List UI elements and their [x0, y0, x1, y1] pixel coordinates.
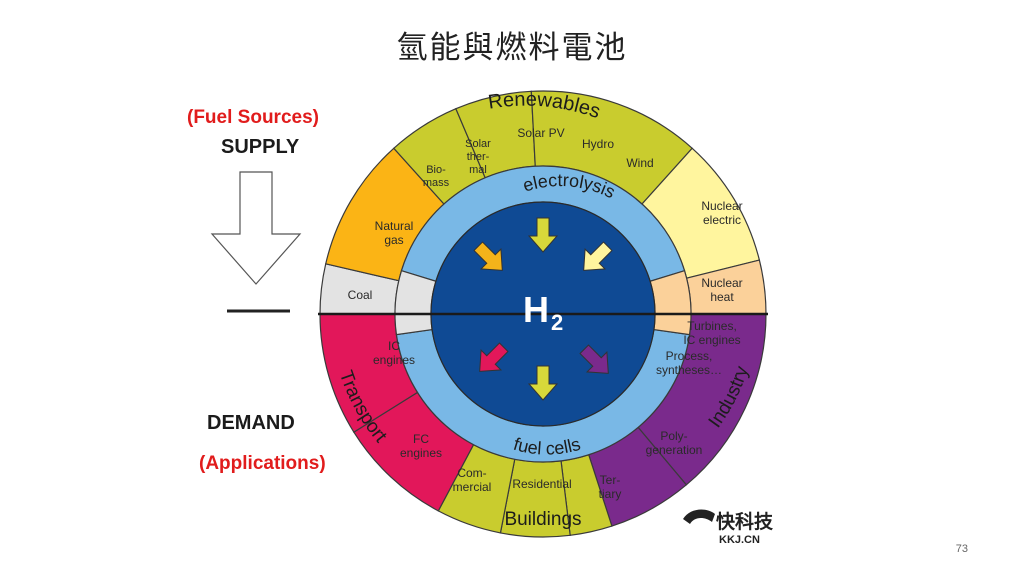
polygeneration-label: Poly-generation: [646, 429, 703, 457]
kkj-logo-icon: 快科技 KKJ.CN: [683, 509, 774, 546]
page-number: 73: [955, 543, 968, 555]
arrow-down-top-icon: [527, 217, 559, 253]
h2-symbol: H: [523, 289, 549, 330]
demand-label: DEMAND: [207, 412, 295, 434]
h2-subscript: 2: [551, 310, 563, 335]
watermark-cn: 快科技: [716, 510, 774, 533]
turbines-label: Turbines,IC engines: [683, 319, 740, 347]
commercial-label: Com-mercial: [453, 466, 492, 494]
arrow-to-buildings-icon: [527, 365, 559, 401]
wind-label: Wind: [626, 156, 653, 170]
process-label: Process,syntheses…: [656, 349, 722, 377]
ring-gap-right: [649, 269, 692, 336]
biomass-label: Bio-mass: [423, 164, 450, 189]
ring-gap-left: [394, 269, 437, 336]
arrow-from-gas-icon: [473, 241, 503, 271]
supply-arrow-icon: [210, 171, 302, 313]
buildings-label: Buildings: [504, 509, 581, 530]
watermark-en: KKJ.CN: [719, 534, 760, 546]
arrow-from-nuclear-icon: [583, 241, 613, 271]
solar-pv-label: Solar PV: [517, 126, 564, 140]
tertiary-label: Ter-tiary: [599, 473, 622, 501]
fuel-sources-label: (Fuel Sources): [187, 107, 319, 128]
arrow-to-transport-icon: [479, 342, 509, 372]
arrow-to-industry-icon: [579, 344, 609, 374]
hydro-label: Hydro: [582, 137, 614, 151]
supply-label: SUPPLY: [221, 136, 300, 158]
coal-label: Coal: [348, 288, 373, 302]
residential-label: Residential: [512, 477, 571, 491]
slide-title: 氫能與燃料電池: [396, 30, 628, 66]
applications-label: (Applications): [199, 453, 326, 474]
